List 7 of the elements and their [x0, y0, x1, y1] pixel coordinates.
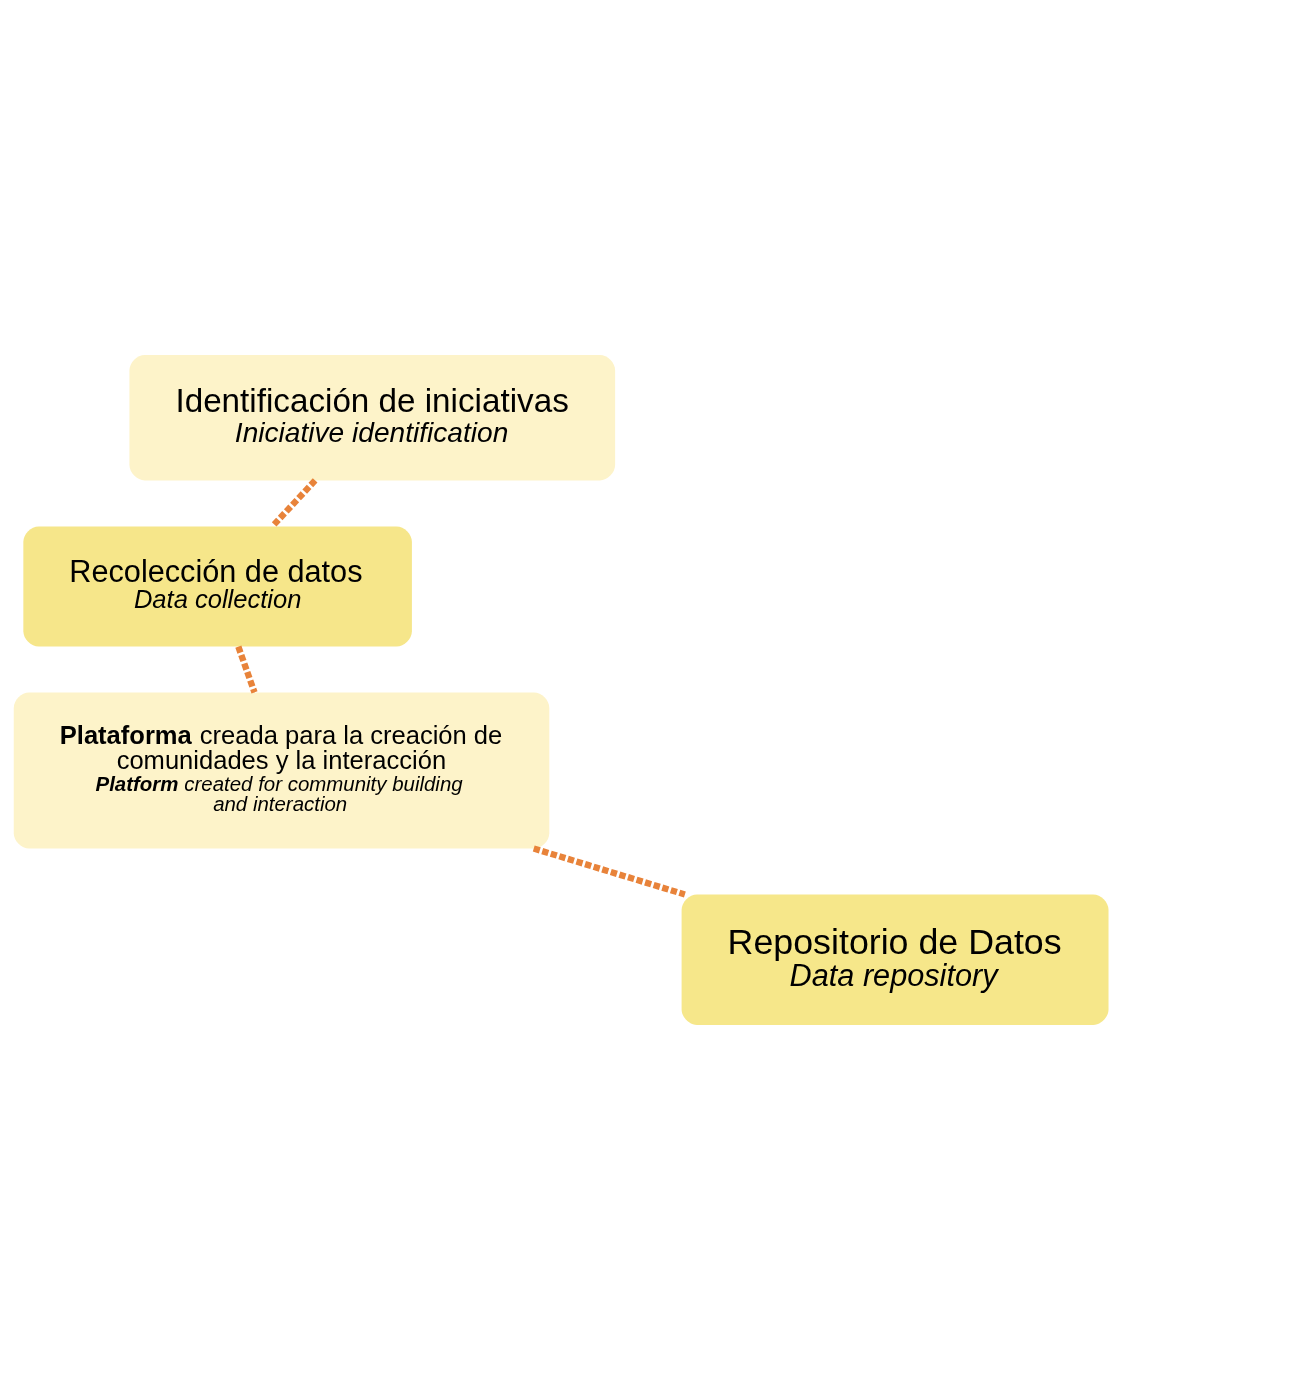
connector — [235, 645, 258, 693]
node-box: Recolección de datos Data collection — [23, 525, 412, 647]
node-box: Repositorio de Datos Data repository — [681, 894, 1109, 1025]
connector — [270, 477, 318, 528]
connector — [532, 844, 686, 898]
node-box: Identificación de iniciativas Iniciative identification — [129, 354, 616, 480]
node-box: Plataforma creada para la creación de comunidades y la interacción Platform created for community building and interaction — [13, 692, 550, 848]
